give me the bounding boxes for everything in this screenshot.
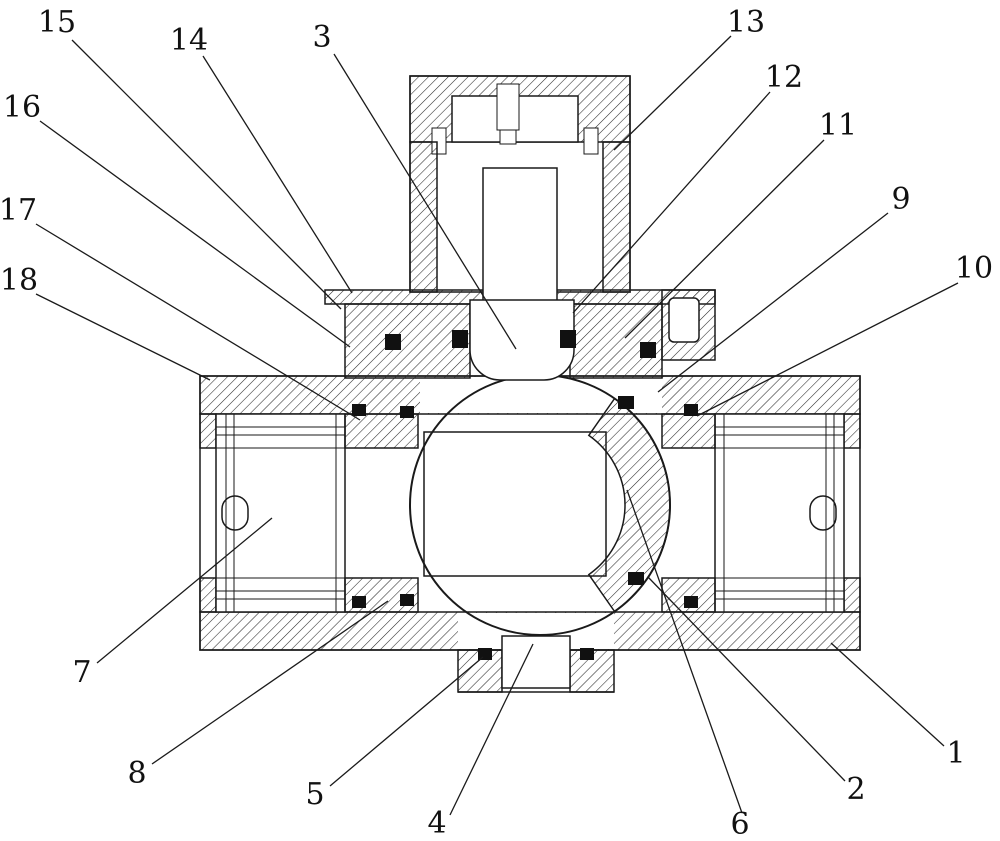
mounting-flange (324, 289, 716, 379)
part-label-3: 3 (312, 20, 331, 55)
part-label-8: 8 (127, 756, 146, 791)
part-label-6: 6 (730, 807, 749, 841)
leader-line-16 (39, 120, 351, 348)
cap-bolt (496, 83, 520, 131)
leader-line-14 (202, 55, 353, 294)
part-label-9: 9 (891, 182, 910, 217)
cap-bolt-tip (499, 129, 517, 145)
leader-line-3 (333, 53, 517, 350)
seal-ring (640, 342, 656, 358)
part-label-4: 4 (427, 806, 446, 841)
left-port (215, 413, 346, 613)
left-seat-top (344, 413, 419, 449)
part-label-13: 13 (727, 5, 765, 40)
housing-right-wall (602, 141, 631, 293)
leader-line-11 (624, 139, 825, 339)
body-right-end-bottom (843, 577, 861, 613)
leader-line-6 (626, 489, 743, 814)
cap-bolt (583, 127, 599, 155)
leader-lines (35, 35, 959, 816)
stem-upper (482, 167, 558, 304)
left-port-interior (215, 413, 346, 613)
leader-line-4 (449, 643, 534, 816)
seal-ring (628, 572, 644, 585)
leader-line-18 (35, 293, 211, 381)
leader-line-1 (830, 642, 945, 747)
part-label-16: 16 (3, 90, 41, 125)
leader-line-5 (329, 656, 484, 787)
leader-line-7 (96, 517, 273, 664)
part-label-11: 11 (819, 108, 857, 143)
leader-line-17 (35, 223, 361, 421)
seal-ring (684, 404, 698, 416)
right-seat-top (661, 413, 716, 449)
part-label-2: 2 (846, 772, 865, 807)
part-label-12: 12 (765, 60, 803, 95)
seal-ring (478, 648, 492, 660)
part-label-7: 7 (72, 655, 91, 690)
leader-line-15 (71, 39, 342, 310)
seal-ring (385, 334, 401, 350)
leader-line-12 (572, 91, 771, 314)
left-port-slot (221, 495, 249, 531)
right-port-slot (809, 495, 837, 531)
seal-ring (618, 396, 634, 409)
seal-ring (352, 404, 366, 416)
flange-left-block (344, 303, 471, 379)
leader-line-2 (647, 576, 846, 782)
leader-line-8 (151, 600, 389, 765)
leader-line-13 (613, 35, 732, 151)
part-label-5: 5 (305, 777, 324, 812)
stem-packing (560, 330, 576, 348)
stem-packing (452, 330, 468, 348)
stem-lower (469, 299, 575, 381)
seal-ring (352, 596, 366, 608)
part-label-15: 15 (38, 5, 76, 40)
drain-plug (501, 635, 571, 689)
housing-left-wall (409, 141, 438, 293)
part-label-14: 14 (170, 23, 208, 58)
ball (409, 374, 671, 636)
seal-ring (400, 406, 414, 418)
body-left-end-top (199, 413, 217, 449)
ball-bore (423, 431, 607, 577)
leader-line-9 (657, 212, 889, 393)
flange-slot (668, 297, 700, 343)
seal-ring (580, 648, 594, 660)
seal-ring (400, 594, 414, 606)
left-seat (335, 404, 419, 613)
drain-port (457, 635, 615, 693)
body-left-end-bottom (199, 577, 217, 613)
part-label-17: 17 (0, 193, 37, 228)
leader-line-10 (696, 282, 959, 417)
right-port (714, 413, 845, 613)
stem (452, 167, 576, 381)
part-label-18: 18 (0, 263, 38, 298)
body-right-end-top (843, 413, 861, 449)
part-label-10: 10 (955, 251, 993, 286)
right-seat (661, 404, 725, 613)
seal-ring (684, 596, 698, 608)
valve-assembly (199, 75, 861, 693)
right-port-interior (714, 413, 845, 613)
part-label-1: 1 (946, 736, 965, 771)
